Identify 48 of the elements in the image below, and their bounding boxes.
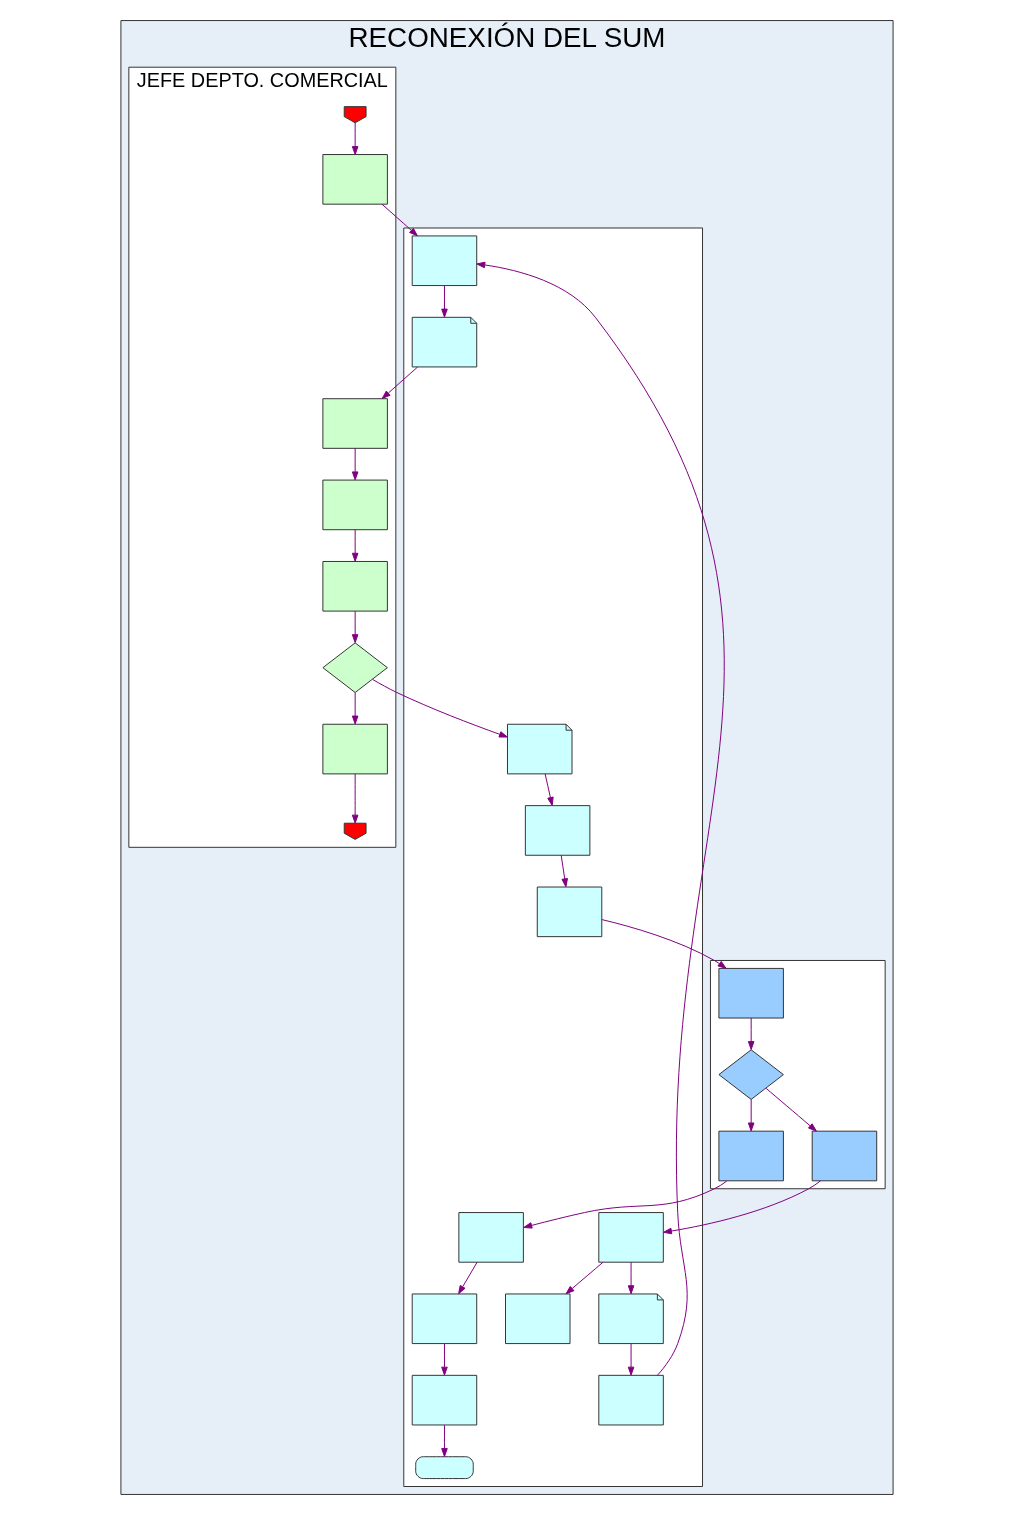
node-box bbox=[717, 1130, 784, 1182]
arrow bbox=[380, 203, 418, 237]
node-pentagon bbox=[343, 106, 367, 124]
arrow bbox=[560, 854, 568, 888]
node-diamond bbox=[717, 1049, 784, 1100]
node-box bbox=[597, 1374, 664, 1426]
node-box bbox=[811, 1130, 877, 1182]
node-box bbox=[457, 1212, 524, 1263]
arrow bbox=[765, 1087, 817, 1132]
arrow bbox=[565, 1261, 604, 1295]
arrow bbox=[371, 678, 508, 738]
node-box bbox=[411, 1293, 477, 1345]
node-diamond bbox=[321, 642, 388, 693]
arrow bbox=[627, 1261, 634, 1295]
arrow bbox=[351, 773, 358, 824]
arrow bbox=[522, 1180, 727, 1229]
cluster: JEFE DEPTO. COMERCIAL bbox=[127, 66, 396, 848]
arrow bbox=[600, 919, 727, 969]
node-box bbox=[321, 398, 388, 449]
node-box bbox=[321, 479, 388, 531]
arrow bbox=[457, 1261, 478, 1295]
node-terminator bbox=[414, 1456, 474, 1480]
arrow bbox=[627, 1343, 634, 1376]
node-pentagon bbox=[343, 822, 367, 840]
node-box bbox=[524, 805, 590, 856]
arrow bbox=[351, 122, 358, 156]
node-box bbox=[321, 154, 388, 205]
arrow bbox=[440, 1424, 448, 1457]
arrow bbox=[351, 610, 358, 644]
arrow bbox=[475, 261, 725, 1376]
node-box bbox=[321, 561, 388, 612]
node-box bbox=[411, 235, 477, 287]
node-box bbox=[321, 723, 388, 775]
arrow bbox=[351, 529, 358, 562]
arrow bbox=[351, 447, 358, 481]
node-box bbox=[717, 967, 784, 1019]
arrow bbox=[440, 1343, 448, 1376]
node-box bbox=[536, 886, 602, 938]
arrow bbox=[440, 285, 448, 318]
node-box bbox=[597, 1212, 664, 1263]
arrow bbox=[351, 692, 358, 725]
arrow bbox=[747, 1017, 754, 1051]
arrow bbox=[747, 1098, 754, 1132]
arrow bbox=[381, 366, 418, 399]
node-box bbox=[504, 1293, 570, 1345]
node-box bbox=[411, 1374, 477, 1426]
arrow bbox=[544, 773, 554, 806]
arrow bbox=[662, 1180, 821, 1235]
